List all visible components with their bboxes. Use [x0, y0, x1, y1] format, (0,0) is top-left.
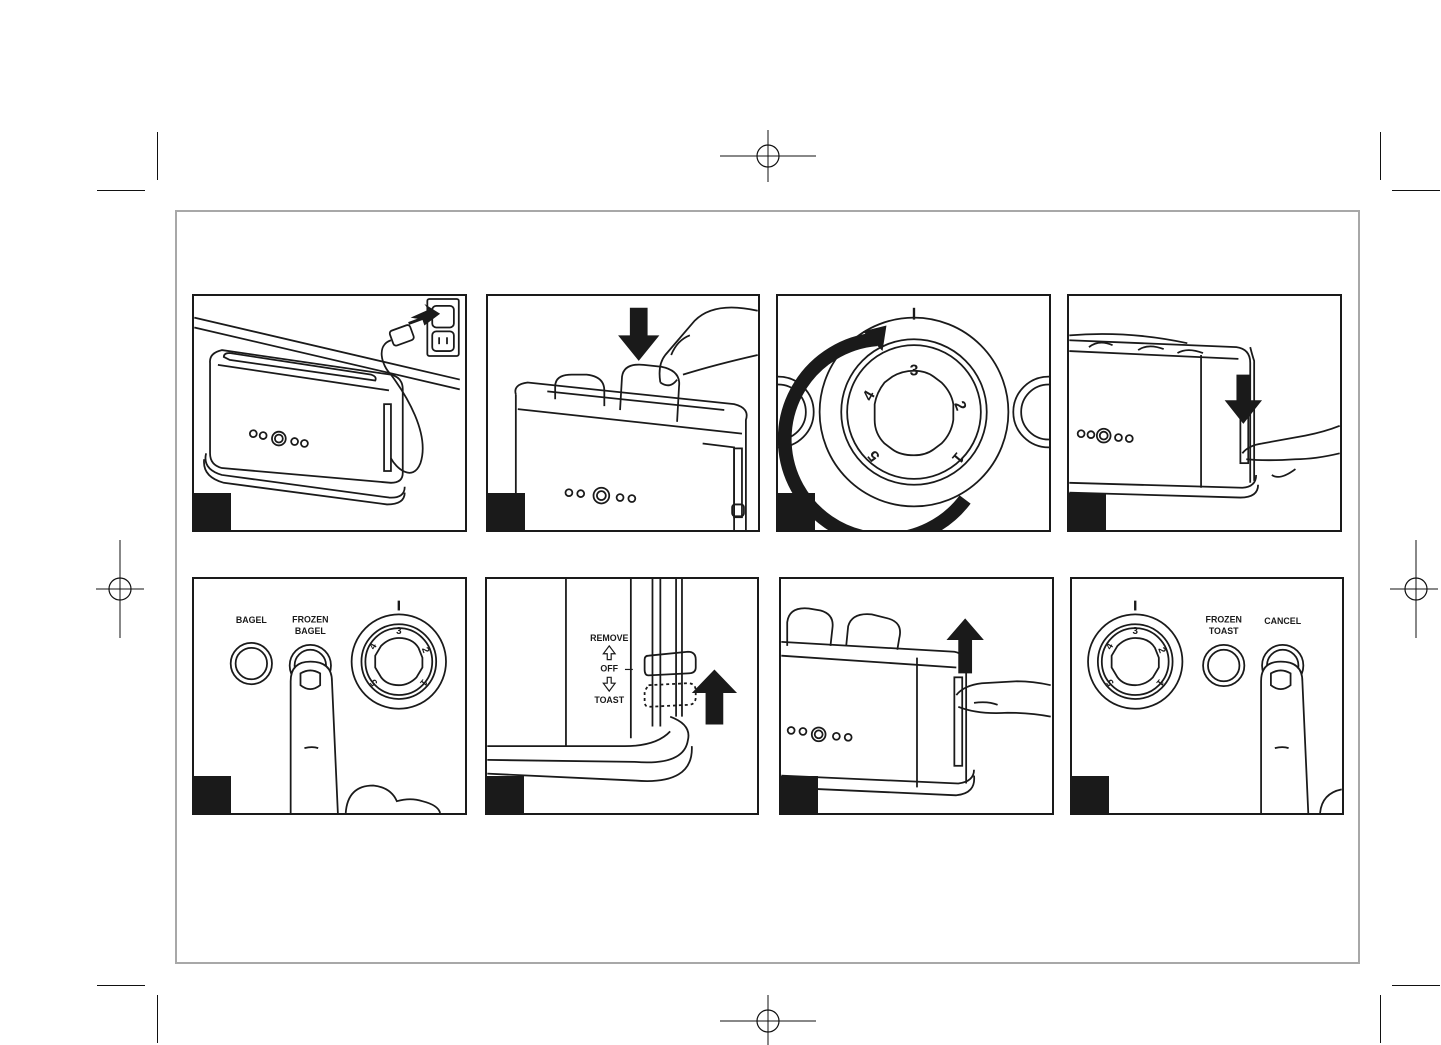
step-panel-7 [779, 577, 1054, 815]
crop-mark [157, 132, 158, 180]
bagel-button-label: BAGEL [236, 615, 268, 625]
step-panel-3: 3 2 1 4 5 [776, 294, 1051, 532]
frozen-label: FROZEN [292, 614, 328, 624]
step-number-box [1069, 493, 1106, 530]
frozen-label: FROZEN [1206, 614, 1242, 624]
dial-number-5: 5 [865, 447, 884, 465]
crop-mark [1380, 132, 1381, 180]
step-number-box [1072, 776, 1109, 813]
dial-number-3: 3 [1132, 626, 1138, 637]
step-number-box [487, 776, 524, 813]
crop-mark [97, 190, 145, 191]
button-icon [1203, 645, 1244, 686]
step-panel-6: REMOVE OFF TOAST [485, 577, 759, 815]
step-panel-1 [192, 294, 467, 532]
plug-in-toaster-illustration [194, 296, 465, 530]
hand-icon [956, 681, 1050, 716]
off-label: OFF [600, 663, 618, 673]
cancel-button-illustration: 3 2 1 4 5 FROZEN TOAST CANCEL [1072, 579, 1342, 813]
dial-number-1: 1 [948, 449, 967, 467]
crop-mark [1392, 190, 1440, 191]
up-arrow-icon [946, 618, 983, 673]
press-lever-illustration [1069, 296, 1340, 530]
registration-mark-icon [1390, 540, 1440, 638]
button-icon [231, 643, 272, 684]
bagel-button-illustration: BAGEL FROZEN BAGEL [194, 579, 465, 813]
step-number-box [194, 493, 231, 530]
hand-icon [660, 307, 758, 385]
up-arrow-icon [692, 669, 737, 724]
toast-label: TOAST [594, 695, 624, 705]
dial-number-2: 2 [1155, 646, 1167, 655]
down-arrow-icon [1225, 375, 1262, 424]
lever-up-illustration: REMOVE OFF TOAST [487, 579, 757, 813]
insert-bread-illustration [488, 296, 758, 530]
registration-mark-icon [94, 540, 146, 638]
browning-dial-icon [352, 601, 446, 709]
step-panel-5: BAGEL FROZEN BAGEL [192, 577, 467, 815]
dial-number-3: 3 [910, 363, 919, 380]
step-panel-2 [486, 294, 760, 532]
browning-dial-icon [820, 308, 1009, 507]
browning-dial-illustration: 3 2 1 4 5 [778, 296, 1049, 530]
finger-icon [1261, 662, 1342, 813]
finger-icon [291, 662, 440, 813]
step-number-box [778, 493, 815, 530]
toast-label: TOAST [1209, 626, 1239, 636]
step-number-box [488, 493, 525, 530]
bread-slice-icon [787, 608, 832, 646]
remove-label: REMOVE [590, 633, 628, 643]
dial-number-3: 3 [396, 626, 402, 637]
step-number-box [194, 776, 231, 813]
step-number-box [781, 776, 818, 813]
power-outlet-icon [427, 299, 458, 356]
bread-slice-icon [846, 614, 900, 650]
hand-icon [1242, 426, 1339, 477]
crop-mark [1392, 985, 1440, 986]
crop-mark [97, 985, 145, 986]
crop-mark [157, 995, 158, 1043]
step-panel-8: 3 2 1 4 5 FROZEN TOAST CANCEL [1070, 577, 1344, 815]
dial-number-2: 2 [419, 646, 431, 655]
registration-mark-icon [718, 130, 818, 182]
step-panel-4 [1067, 294, 1342, 532]
cancel-button-label: CANCEL [1264, 616, 1301, 626]
lift-toast-illustration [781, 579, 1052, 813]
registration-mark-icon [718, 995, 818, 1045]
crop-mark [1380, 995, 1381, 1043]
bagel-label: BAGEL [295, 626, 327, 636]
down-arrow-icon [618, 308, 659, 361]
browning-dial-icon [1088, 601, 1182, 709]
